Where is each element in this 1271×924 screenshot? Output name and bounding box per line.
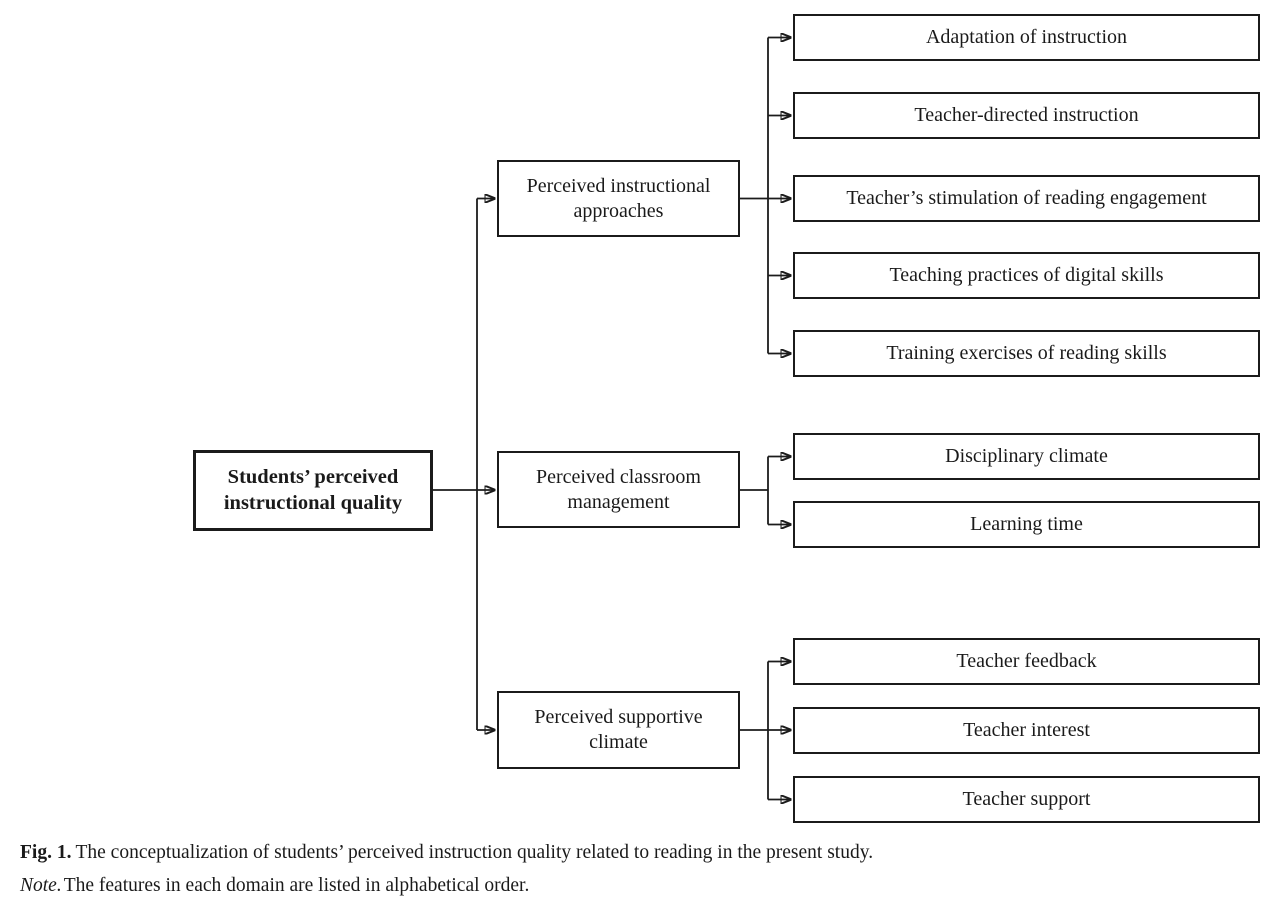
node-feature-teacher-feedback: Teacher feedback <box>793 638 1260 685</box>
node-root: Students’ perceived instructional qualit… <box>193 450 433 531</box>
node-feature-teacher-interest: Teacher interest <box>793 707 1260 754</box>
figure-label: Fig. 1. <box>20 842 72 863</box>
note-label: Note. <box>20 875 62 896</box>
figure-note-line: Note.The features in each domain are lis… <box>20 869 1260 902</box>
node-feature-learning-time: Learning time <box>793 501 1260 548</box>
note-text: The features in each domain are listed i… <box>63 875 530 896</box>
node-domain-instructional-approaches: Perceived instructional approaches <box>497 160 740 237</box>
node-feature-teachers-stimulation: Teacher’s stimulation of reading engagem… <box>793 175 1260 222</box>
figure-caption-line: Fig. 1.The conceptualization of students… <box>20 836 1260 869</box>
node-feature-disciplinary-climate: Disciplinary climate <box>793 433 1260 480</box>
node-domain-classroom-management: Perceived classroom management <box>497 451 740 528</box>
connector-lines <box>433 0 1271 828</box>
node-feature-training-exercises-reading-skills: Training exercises of reading skills <box>793 330 1260 377</box>
node-domain-supportive-climate: Perceived supportive climate <box>497 691 740 769</box>
node-feature-teacher-directed-instruction: Teacher-directed instruction <box>793 92 1260 139</box>
figure-caption-text: The conceptualization of students’ perce… <box>75 842 874 863</box>
figure-caption: Fig. 1.The conceptualization of students… <box>20 836 1260 902</box>
flowchart: Students’ perceived instructional qualit… <box>193 0 1271 828</box>
node-feature-teacher-support: Teacher support <box>793 776 1260 823</box>
node-feature-teaching-practices-digital-skills: Teaching practices of digital skills <box>793 252 1260 299</box>
node-feature-adaptation-of-instruction: Adaptation of instruction <box>793 14 1260 61</box>
